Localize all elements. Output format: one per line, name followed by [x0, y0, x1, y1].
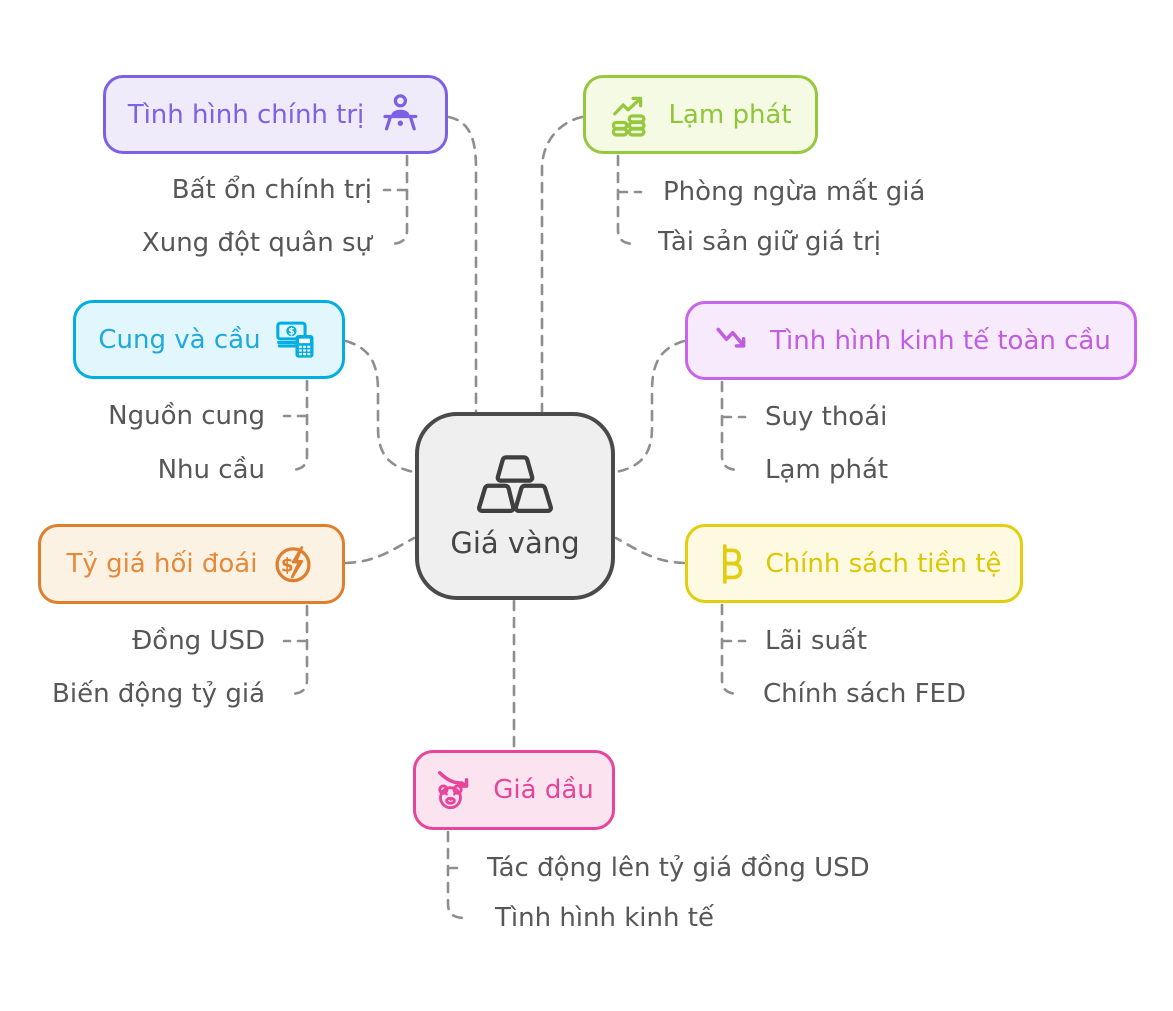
node-oil-price-label: Giá dầu: [493, 775, 594, 805]
child-usd-rate-impact[interactable]: Tác động lên tỷ giá đồng USD: [487, 853, 870, 883]
child-rate-fluctuation[interactable]: Biến động tỷ giá: [52, 679, 265, 709]
connector-inflation-center: [540, 115, 584, 413]
baht-currency-icon: [722, 543, 742, 584]
dollar-flash-icon: $: [275, 546, 311, 583]
connector-globalecon-center: [614, 339, 686, 474]
connector-exchange-children: [282, 604, 309, 696]
money-calculator-icon: $: [275, 321, 314, 358]
svg-text:$: $: [288, 326, 295, 337]
child-demand[interactable]: Nhu cầu: [157, 455, 265, 485]
connector-monetary-children: [720, 603, 747, 696]
node-political-situation[interactable]: Tình hình chính trị: [103, 75, 448, 154]
connector-exchange-center: [344, 536, 416, 565]
center-node-gold-price[interactable]: Giá vàng: [415, 412, 615, 600]
child-interest-rate[interactable]: Lãi suất: [765, 626, 868, 656]
node-supply-demand-label: Cung và cầu: [98, 324, 261, 355]
connector-politics-center: [447, 115, 478, 413]
speaker-podium-icon: [383, 93, 418, 130]
connector-globalecon-children: [720, 380, 747, 472]
node-exchange-rate-label: Tỷ giá hối đoái: [66, 549, 258, 579]
coins-growth-icon: [612, 96, 646, 137]
node-supply-demand[interactable]: Cung và cầu $: [73, 300, 345, 379]
node-oil-price[interactable]: Giá dầu: [413, 750, 615, 830]
node-global-economy-label: Tình hình kinh tế toàn cầu: [770, 325, 1111, 356]
child-fed-policy[interactable]: Chính sách FED: [763, 679, 966, 709]
node-exchange-rate[interactable]: Tỷ giá hối đoái $: [38, 524, 345, 604]
connector-monetary-center: [614, 536, 686, 565]
node-inflation[interactable]: Lạm phát: [583, 75, 818, 154]
center-node-label: Giá vàng: [450, 526, 580, 560]
child-usd[interactable]: Đồng USD: [132, 626, 265, 656]
connector-supply-center: [344, 339, 416, 474]
gold-bars-icon: [477, 455, 553, 513]
node-global-economy[interactable]: Tình hình kinh tế toàn cầu: [685, 301, 1137, 380]
child-inflation[interactable]: Lạm phát: [765, 455, 889, 485]
bear-market-icon: [438, 771, 469, 810]
child-recession[interactable]: Suy thoái: [765, 402, 888, 432]
connector-oil-children: [446, 830, 468, 920]
connector-supply-children: [282, 379, 309, 472]
connector-inflation-children: [616, 154, 643, 246]
child-economic-situation[interactable]: Tình hình kinh tế: [495, 903, 714, 933]
child-political-instability[interactable]: Bất ổn chính trị: [171, 175, 372, 205]
svg-text:$: $: [281, 556, 294, 577]
node-monetary-policy-label: Chính sách tiền tệ: [765, 548, 1002, 579]
child-store-of-value[interactable]: Tài sản giữ giá trị: [658, 227, 881, 257]
node-monetary-policy[interactable]: Chính sách tiền tệ: [685, 524, 1023, 603]
node-political-situation-label: Tình hình chính trị: [127, 99, 365, 130]
child-supply[interactable]: Nguồn cung: [108, 401, 265, 431]
child-military-conflict[interactable]: Xung đột quân sự: [141, 228, 372, 258]
node-inflation-label: Lạm phát: [668, 99, 792, 130]
child-hedge-devaluation[interactable]: Phòng ngừa mất giá: [663, 177, 926, 207]
trend-down-icon: [716, 327, 746, 348]
connector-politics-children: [382, 154, 409, 246]
